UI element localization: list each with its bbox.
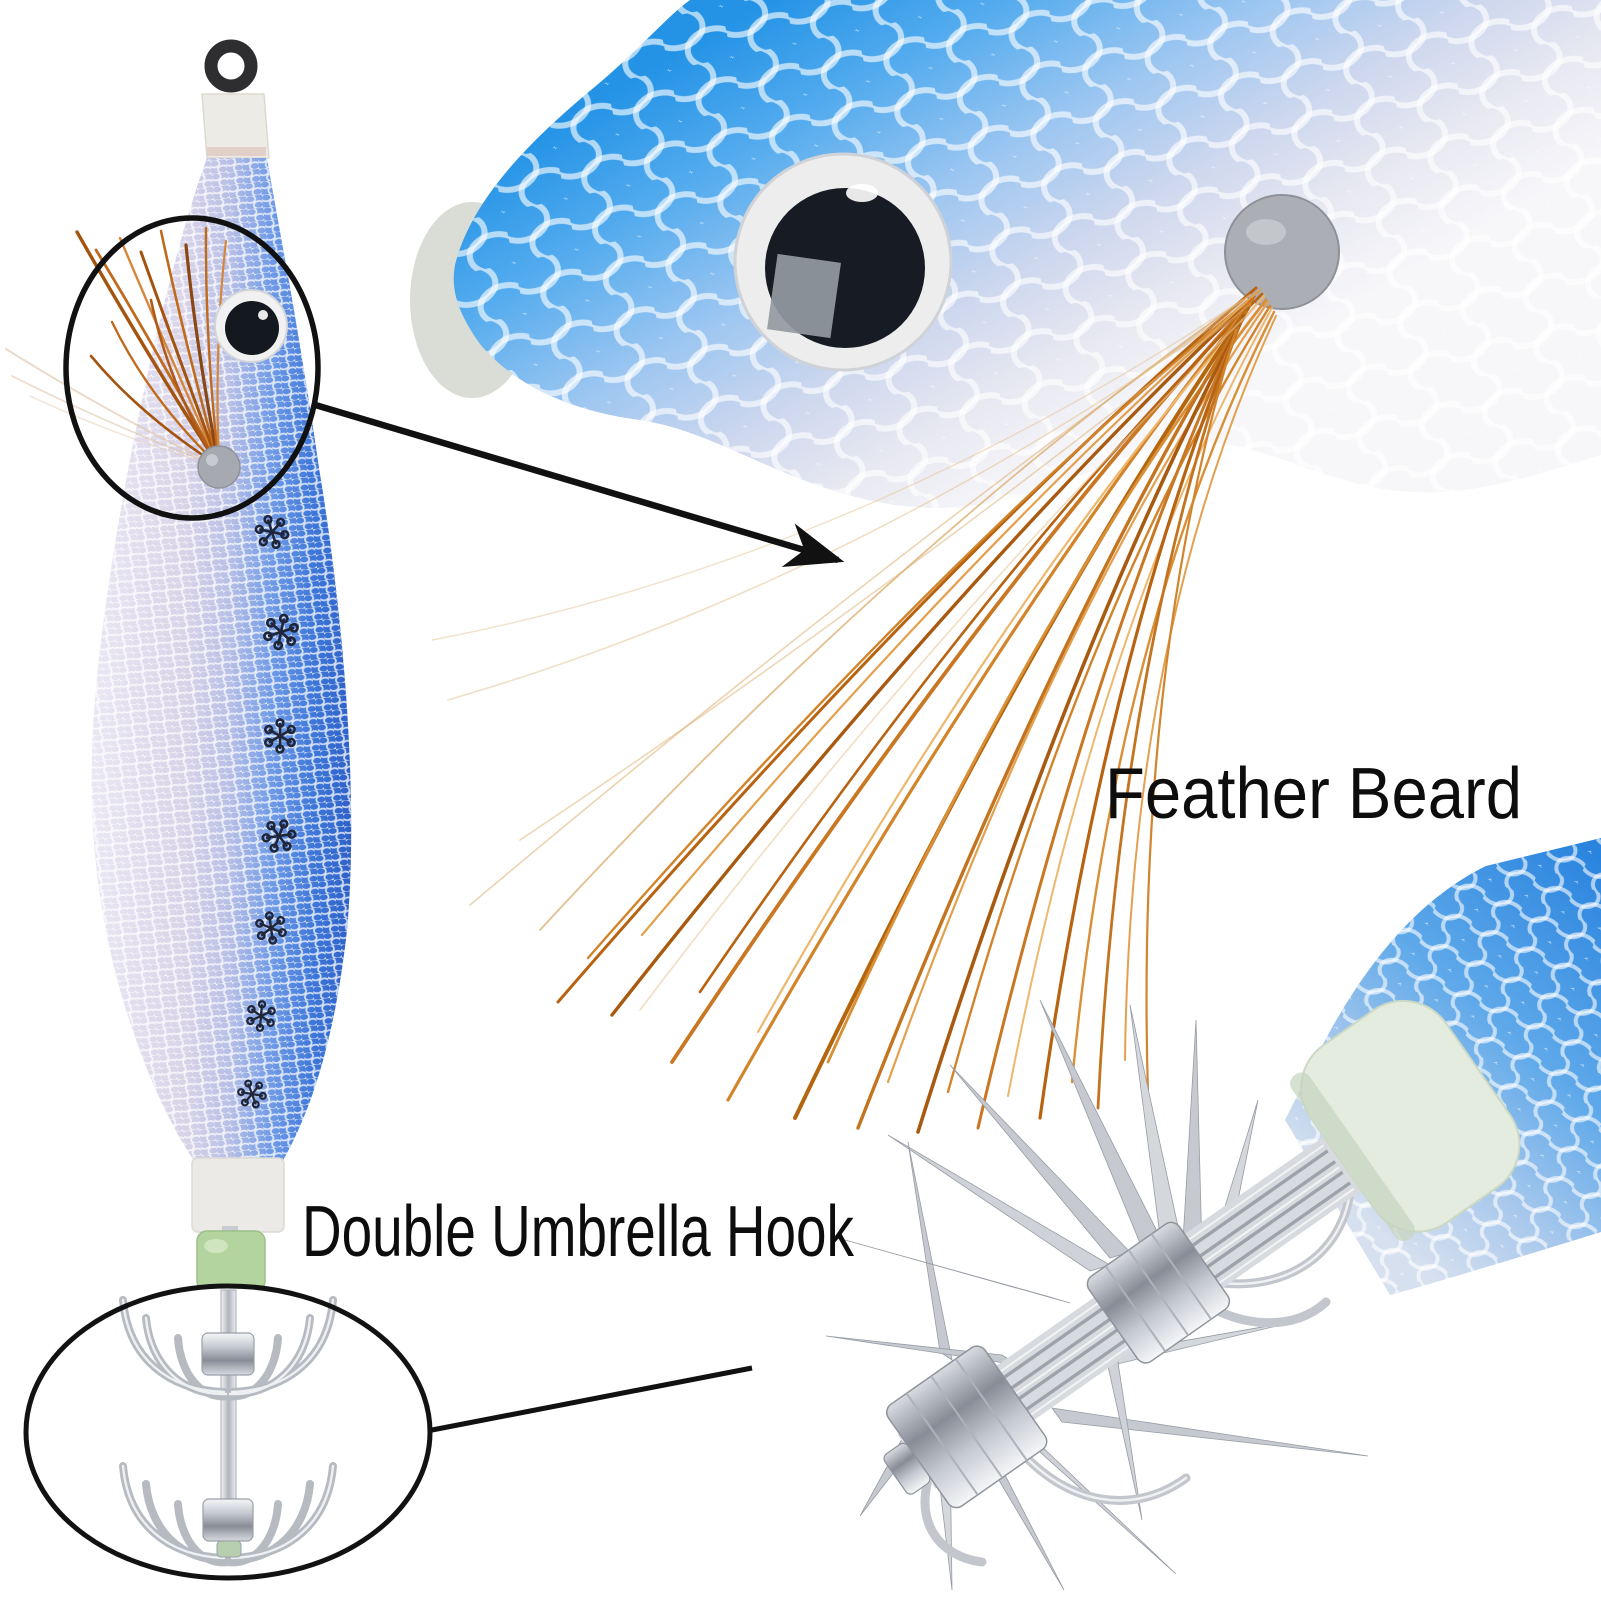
line-tie-ring [204, 39, 258, 93]
tuft-bead [197, 445, 241, 489]
glow-bead-green [196, 1230, 266, 1292]
head-closeup-photo [410, 0, 1601, 508]
eye-highlight [846, 184, 878, 202]
wrap-pink-edge [207, 147, 266, 156]
feather-annotation-ellipse [63, 215, 321, 521]
double-umbrella-hook-label: Double Umbrella Hook [302, 1192, 855, 1272]
umbrella-hook-tier-1 [119, 1296, 337, 1401]
small-feather-tuft [5, 226, 228, 468]
feather-beard-label: Feather Beard [1105, 754, 1522, 834]
feather-beard-strands [431, 286, 1277, 1134]
hook-annotation-ellipse [23, 1283, 433, 1581]
glow-tip-cap-rim [1290, 1072, 1415, 1242]
head-mesh-texture [453, 0, 1601, 508]
lure-body-mesh [91, 158, 352, 1162]
tail-white-band [191, 1157, 285, 1233]
feather-glue-bead [1224, 194, 1340, 310]
lure-eye-closeup [733, 152, 953, 372]
lure-eye [214, 289, 288, 363]
glow-bead-highlight [204, 1239, 228, 1253]
hook-inset-circle [23, 1283, 433, 1581]
feather-annotation-arrow [311, 400, 845, 568]
eye-reflection [767, 253, 841, 339]
umbrella-hook-tier-2 [119, 1462, 337, 1567]
hook-end-cap [883, 1442, 931, 1495]
head-wrap-band [201, 93, 270, 159]
hook-shaft-assembly [883, 999, 1521, 1509]
full-lure-photo [5, 39, 352, 1292]
hook-annotation-line [431, 1365, 753, 1433]
hook-closeup-photo [825, 838, 1601, 1591]
